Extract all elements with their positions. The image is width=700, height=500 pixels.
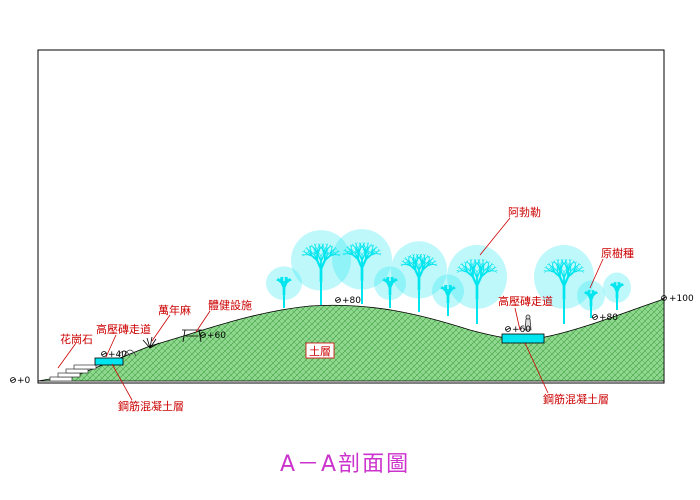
shrub-arches [117,349,137,357]
svg-text:+100: +100 [669,294,694,304]
svg-text:+0: +0 [17,376,31,386]
fitness-equipment-icon [182,329,202,343]
tree-group [266,229,631,324]
label-rc-right: 鋼筋混凝土層 [543,392,609,406]
elevation-paver-right: +60 [505,325,531,335]
svg-text:土層: 土層 [309,345,331,358]
label-rc-left: 鋼筋混凝土層 [118,399,184,413]
ground-profile [37,298,665,382]
svg-text:+80: +80 [599,313,618,323]
label-fitness: 體健設施 [208,298,252,312]
label-native-trees: 原樹種 [601,246,634,260]
elevation-fitness: +60 [200,331,226,341]
svg-text:+40: +40 [108,350,127,360]
label-olea: 阿勃勒 [508,206,541,219]
leader-lines [57,217,604,401]
elevation-right-slope: +80 [592,313,618,323]
elevation-base: +0 [10,376,31,386]
granite-steps [49,364,97,382]
label-paver-left: 高壓磚走道 [96,322,151,336]
svg-text:+80: +80 [342,296,361,306]
elevation-right-end: +100 [661,294,694,304]
svg-text:+60: +60 [207,331,226,341]
label-agave: 萬年麻 [158,303,191,317]
svg-text:+60: +60 [512,325,531,335]
elevation-paver-left: +40 [101,350,127,360]
label-paver-right: 高壓磚走道 [498,294,553,308]
drawing-caption: A－A剖面圖 [280,452,410,477]
soil-layer-label: 土層 [305,342,335,359]
rc-slab-right [501,333,545,344]
person-icon [524,314,532,331]
label-granite: 花崗石 [60,333,93,346]
agave-icon [142,336,160,349]
rc-slab-left [94,357,124,366]
elevation-crest: +80 [335,296,361,306]
